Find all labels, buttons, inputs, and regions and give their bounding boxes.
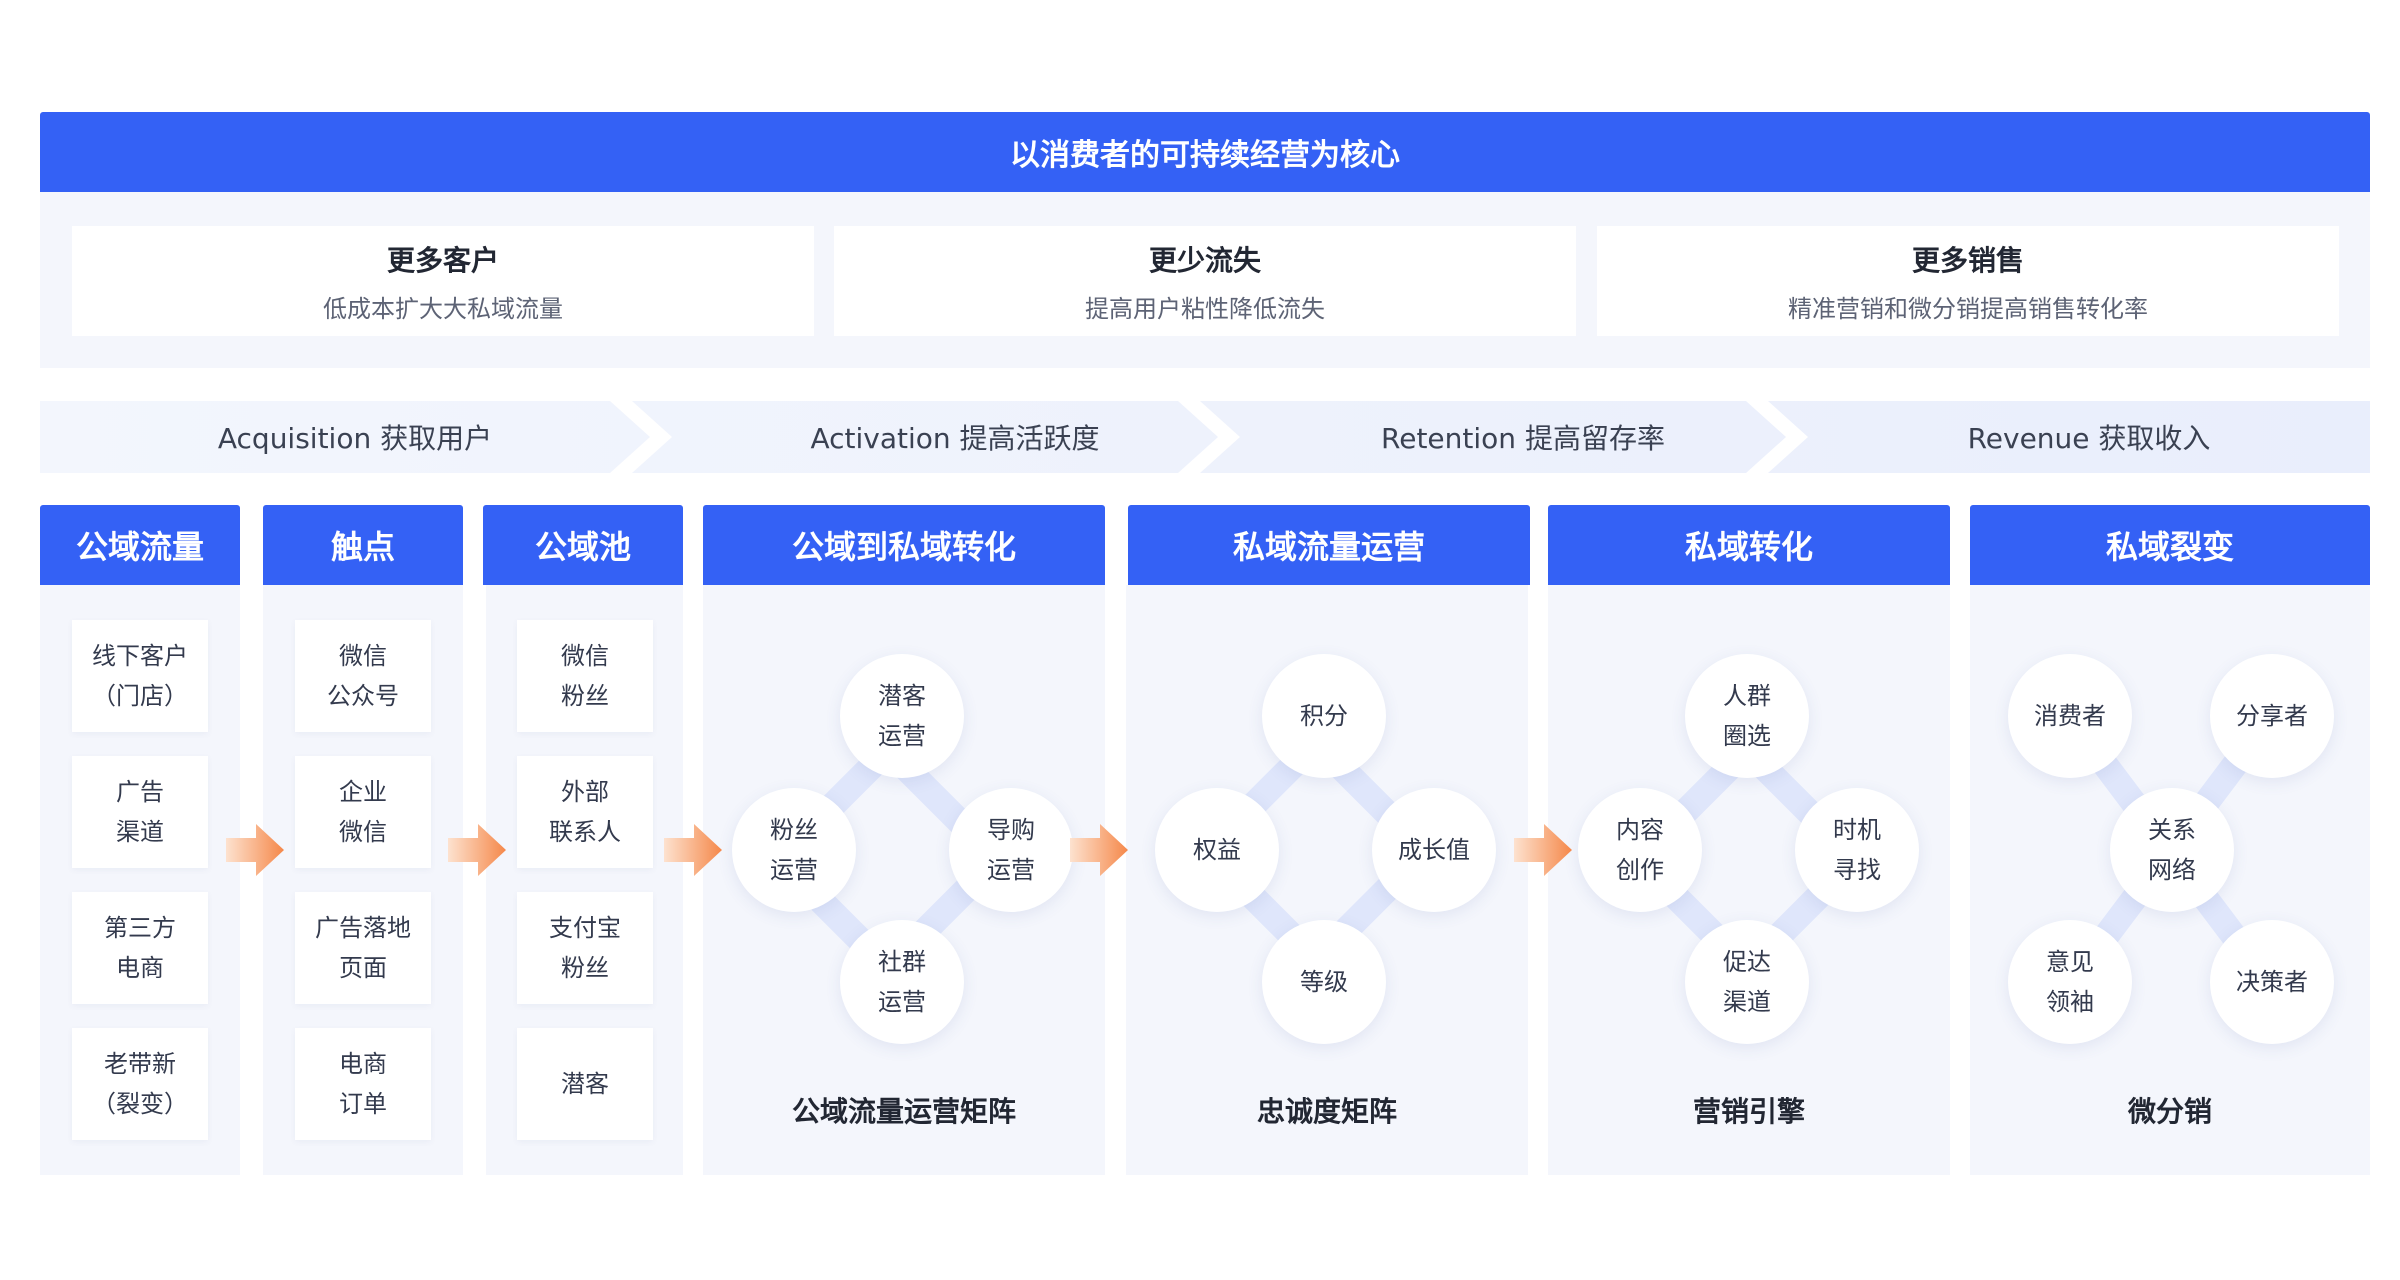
diagram-node: 促达渠道 (1685, 920, 1809, 1044)
diagram-node: 积分 (1262, 654, 1386, 778)
diagram-caption: 公域流量运营矩阵 (791, 1095, 1016, 1128)
column-header-public-to-private: 公域到私域转化 (703, 505, 1105, 585)
column-header-public-traffic: 公域流量 (40, 505, 240, 585)
diagram-node: 等级 (1262, 920, 1386, 1044)
list-item: 第三方电商 (72, 892, 208, 1004)
list-item: 企业微信 (295, 756, 431, 868)
diagram-node: 潜客运营 (840, 654, 964, 778)
phase-activation: Activation 提高活跃度 (810, 422, 1100, 455)
arrow-right-icon (1514, 824, 1572, 876)
phase-acquisition: Acquisition 获取用户 (217, 422, 493, 455)
ring-connector (1194, 729, 1439, 974)
phase-retention: Retention 提高留存率 (1381, 422, 1665, 455)
ring-connector (1625, 737, 1869, 981)
diagram-node: 消费者 (2008, 654, 2132, 778)
goal-card-more-customers: 更多客户 低成本扩大大私域流量 (72, 226, 814, 336)
page-banner-title: 以消费者的可持续经营为核心 (40, 112, 2370, 192)
phase-revenue: Revenue 获取收入 (1967, 422, 2211, 455)
phase-chevron-icon (1746, 401, 1808, 473)
diagram-node: 人群圈选 (1685, 654, 1809, 778)
column-header-private-conversion: 私域转化 (1548, 505, 1950, 585)
diagram-node: 导购运营 (949, 788, 1073, 912)
diagram-node: 时机寻找 (1795, 788, 1919, 912)
goal-subtitle: 低成本扩大大私域流量 (323, 294, 563, 323)
list-item: 老带新（裂变） (72, 1028, 208, 1140)
list-item: 广告落地页面 (295, 892, 431, 1004)
diagram-caption: 忠诚度矩阵 (1256, 1095, 1397, 1128)
arrow-right-icon (1070, 824, 1128, 876)
goal-card-more-sales: 更多销售 精准营销和微分销提高销售转化率 (1597, 226, 2339, 336)
diagram-caption: 微分销 (2127, 1095, 2212, 1128)
phase-chevron-icon (1178, 401, 1240, 473)
phase-chevron-icon (610, 401, 672, 473)
goal-title: 更多客户 (386, 243, 499, 277)
diagram-caption: 营销引擎 (1692, 1095, 1805, 1128)
diagram-node: 意见领袖 (2008, 920, 2132, 1044)
column-header-public-pool: 公域池 (483, 505, 683, 585)
arrow-right-icon (226, 824, 284, 876)
diagram-node: 权益 (1155, 788, 1279, 912)
goal-card-less-churn: 更少流失 提高用户粘性降低流失 (834, 226, 1576, 336)
list-item: 线下客户（门店） (72, 620, 208, 732)
goal-title: 更多销售 (1911, 243, 2024, 277)
arrow-right-icon (448, 824, 506, 876)
goal-subtitle: 精准营销和微分销提高销售转化率 (1788, 294, 2148, 323)
diagram-node: 分享者 (2210, 654, 2334, 778)
list-item: 支付宝粉丝 (517, 892, 653, 1004)
list-item: 微信公众号 (295, 620, 431, 732)
diagram-node: 社群运营 (840, 920, 964, 1044)
list-item: 外部联系人 (517, 756, 653, 868)
arrow-right-icon (664, 824, 722, 876)
list-item: 电商订单 (295, 1028, 431, 1140)
list-item: 微信粉丝 (517, 620, 653, 732)
diagram-node: 成长值 (1372, 788, 1496, 912)
list-item: 广告渠道 (72, 756, 208, 868)
diagram-node: 决策者 (2210, 920, 2334, 1044)
goal-title: 更少流失 (1148, 243, 1261, 277)
diagram-node: 关系网络 (2110, 788, 2234, 912)
diagram-node: 内容创作 (1578, 788, 1702, 912)
column-header-private-fission: 私域裂变 (1970, 505, 2370, 585)
column-header-private-ops: 私域流量运营 (1128, 505, 1530, 585)
diagram-node: 粉丝运营 (732, 788, 856, 912)
column-header-touchpoints: 触点 (263, 505, 463, 585)
goal-subtitle: 提高用户粘性降低流失 (1085, 294, 1325, 323)
list-item: 潜客 (517, 1028, 653, 1140)
